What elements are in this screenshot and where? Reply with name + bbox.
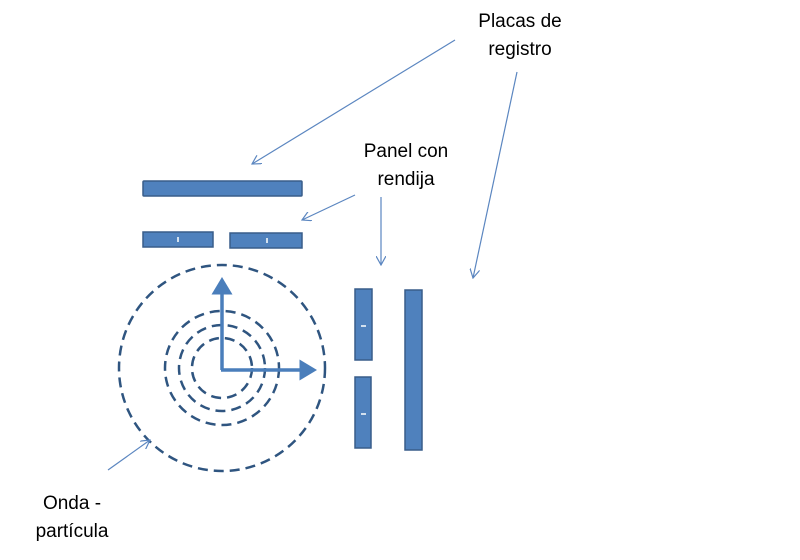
label-panel-con-rendija: Panel con rendija [348, 138, 464, 194]
wave-circles [117, 263, 327, 473]
label-line: Onda - [42, 493, 102, 514]
particle-axes [211, 277, 317, 381]
label-line: rendija [377, 169, 435, 190]
registration-plate-top [142, 180, 303, 197]
registration-plate-right [404, 289, 423, 451]
slit-panel-top [142, 231, 303, 249]
label-onda-particula: Onda - partícula [14, 490, 130, 546]
label-line: partícula [35, 521, 109, 542]
label-line: registro [488, 39, 552, 60]
slit-panel-right [354, 288, 373, 449]
label-line: Panel con [363, 141, 449, 162]
label-line: Placas de [478, 11, 562, 32]
pointer-arrows [107, 39, 518, 471]
label-placas-de-registro: Placas de registro [462, 8, 578, 64]
